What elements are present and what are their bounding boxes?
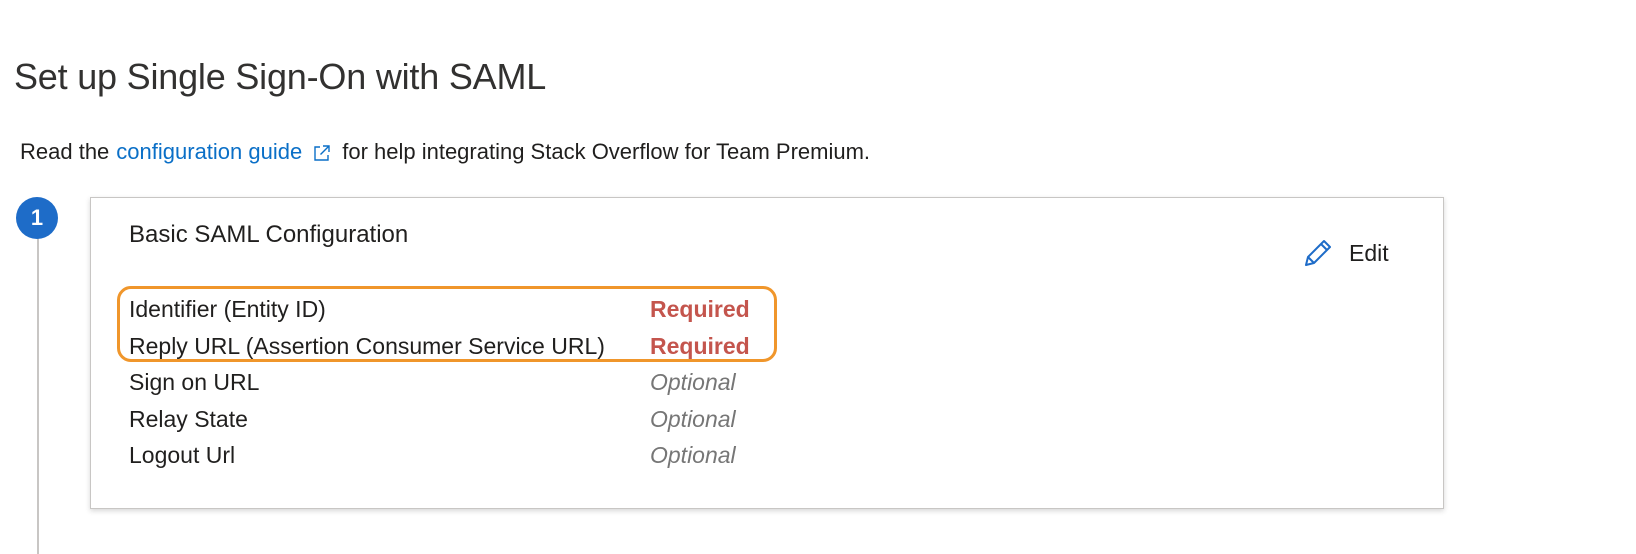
table-row: Logout Url Optional: [129, 437, 769, 474]
saml-fields-list: Identifier (Entity ID) Required Reply UR…: [129, 291, 769, 474]
status-badge: Optional: [650, 442, 736, 468]
card-title: Basic SAML Configuration: [129, 221, 409, 248]
intro-suffix: for help integrating Stack Overflow for …: [342, 139, 871, 164]
table-row: Relay State Optional: [129, 401, 769, 438]
field-label: Logout Url: [129, 442, 236, 468]
configuration-guide-link[interactable]: configuration guide: [116, 139, 303, 164]
intro-text: Read the configuration guide for help in…: [20, 139, 870, 165]
table-row: Reply URL (Assertion Consumer Service UR…: [129, 328, 769, 365]
edit-button[interactable]: Edit: [1301, 236, 1389, 270]
step-connector-line: [37, 236, 39, 554]
edit-label: Edit: [1349, 239, 1389, 266]
table-row: Identifier (Entity ID) Required: [129, 291, 769, 328]
field-label: Relay State: [129, 405, 248, 432]
external-link-icon[interactable]: [312, 143, 332, 163]
status-badge: Required: [650, 332, 750, 359]
field-label: Identifier (Entity ID): [129, 296, 326, 322]
step-badge: 1: [16, 197, 58, 239]
field-label: Reply URL (Assertion Consumer Service UR…: [129, 332, 605, 359]
required-fields-highlight: [117, 286, 777, 362]
basic-saml-configuration-card: Basic SAML Configuration Edit Identifier…: [90, 197, 1444, 509]
status-badge: Optional: [650, 369, 736, 395]
page-title: Set up Single Sign-On with SAML: [14, 56, 547, 97]
table-row: Sign on URL Optional: [129, 364, 769, 401]
intro-prefix: Read the: [20, 139, 110, 164]
pencil-icon: [1305, 240, 1331, 266]
status-badge: Required: [650, 296, 750, 322]
status-badge: Optional: [650, 405, 736, 432]
field-label: Sign on URL: [129, 369, 260, 395]
